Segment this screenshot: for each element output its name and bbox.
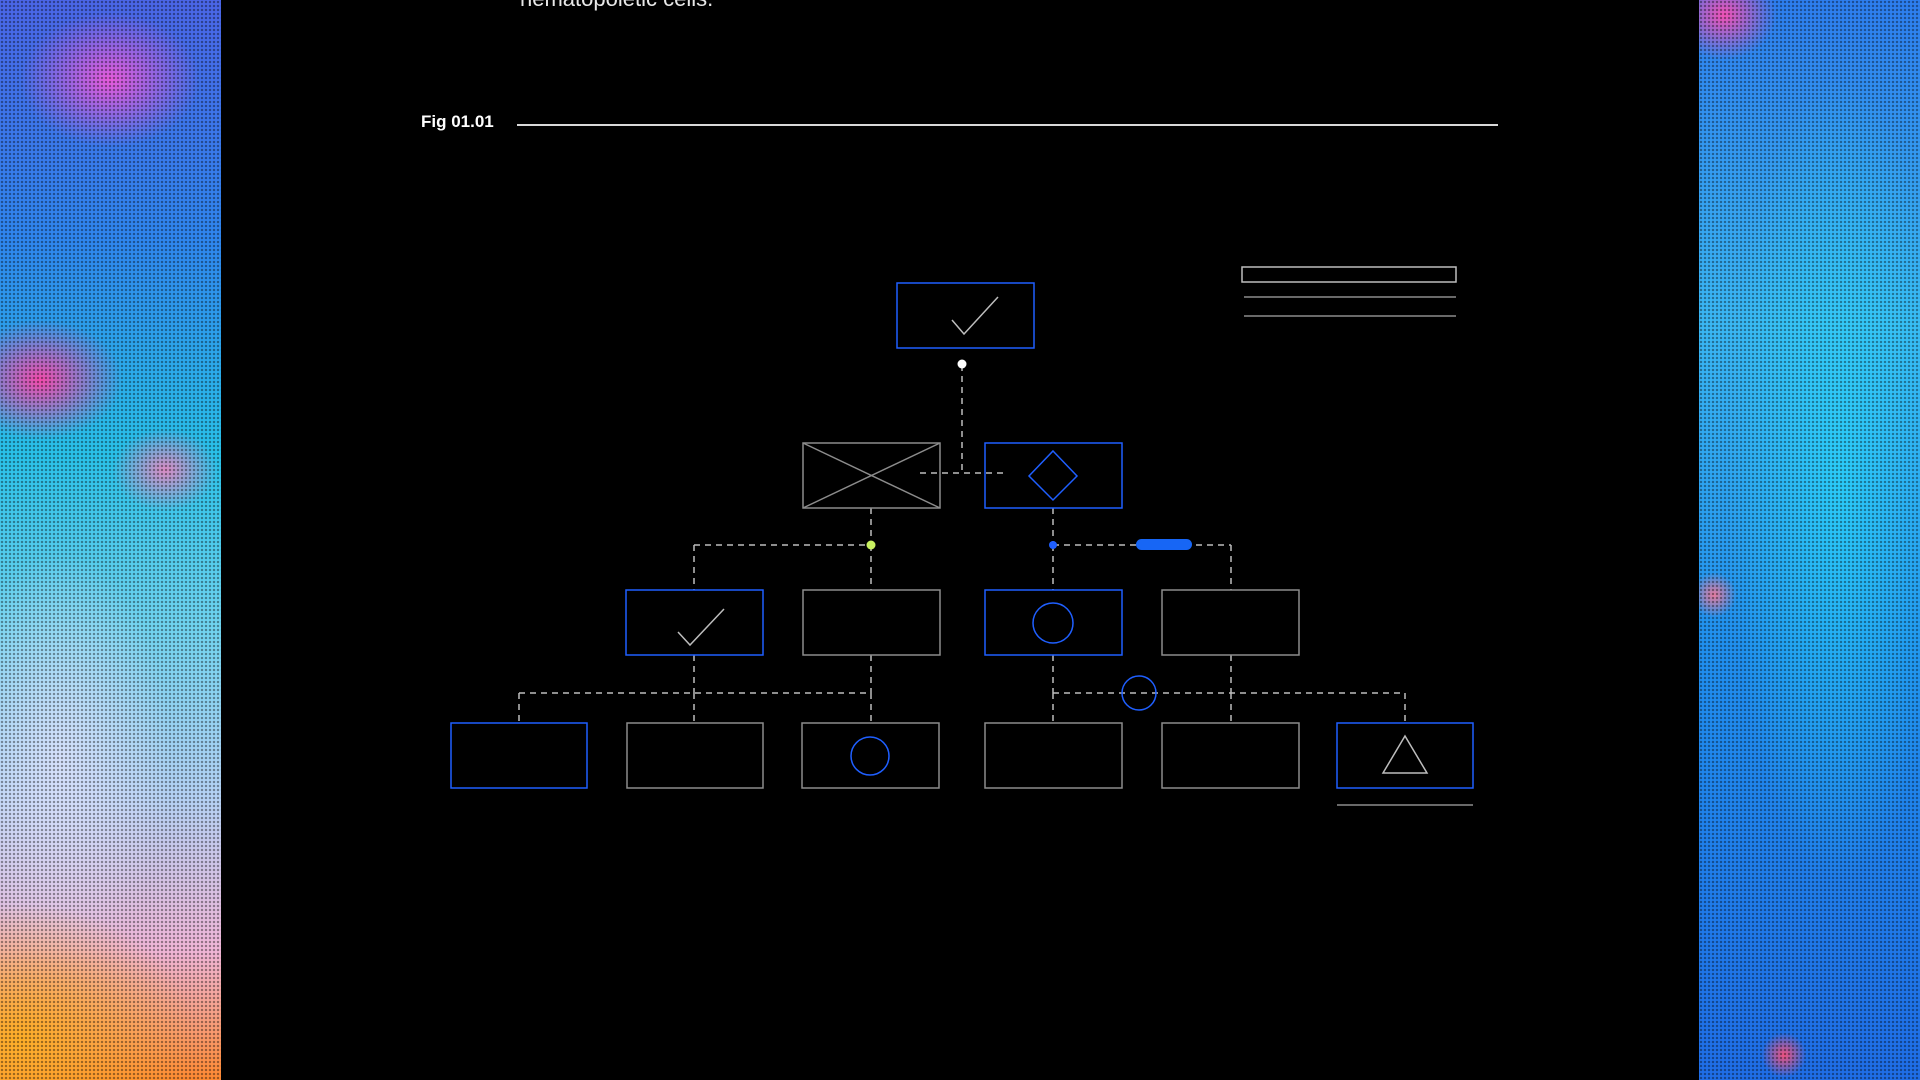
circle-icon	[850, 736, 890, 776]
figure-divider	[517, 124, 1498, 126]
legend	[1241, 266, 1457, 317]
right-background-artwork	[1699, 0, 1920, 1080]
node-l3-6	[1336, 722, 1474, 789]
left-joint-dot	[866, 540, 876, 550]
circle-icon	[1032, 602, 1074, 644]
placeholder-x-icon	[802, 442, 941, 509]
node-l3-5	[1161, 722, 1300, 789]
left-dither-texture	[0, 0, 221, 1080]
node-l2-2	[802, 589, 941, 656]
check-icon	[677, 608, 725, 647]
root-joint-dot	[957, 359, 967, 369]
node-l1-left	[802, 442, 941, 509]
right-joint-dot	[1049, 541, 1057, 549]
node-l2-4	[1161, 589, 1300, 656]
triangle-icon	[1381, 734, 1429, 774]
diagram-connectors	[518, 365, 1406, 723]
node-l1-right	[984, 442, 1123, 509]
intro-paragraph: hematopoietic cells.	[520, 0, 713, 12]
diamond-icon	[1027, 449, 1079, 502]
junction-circle-icon	[1121, 675, 1157, 711]
left-background-artwork	[0, 0, 221, 1080]
node-root	[896, 282, 1035, 349]
figure-label: Fig 01.01	[421, 112, 494, 131]
node-l2-3	[984, 589, 1123, 656]
node-l3-3	[801, 722, 940, 789]
progress-pill	[1136, 539, 1192, 550]
right-dither-texture	[1699, 0, 1920, 1080]
legend-box	[1241, 266, 1457, 283]
check-icon	[951, 296, 999, 336]
node-l3-4	[984, 722, 1123, 789]
node-l2-1	[625, 589, 764, 656]
node-l3-1	[450, 722, 588, 789]
node-l3-2	[626, 722, 764, 789]
